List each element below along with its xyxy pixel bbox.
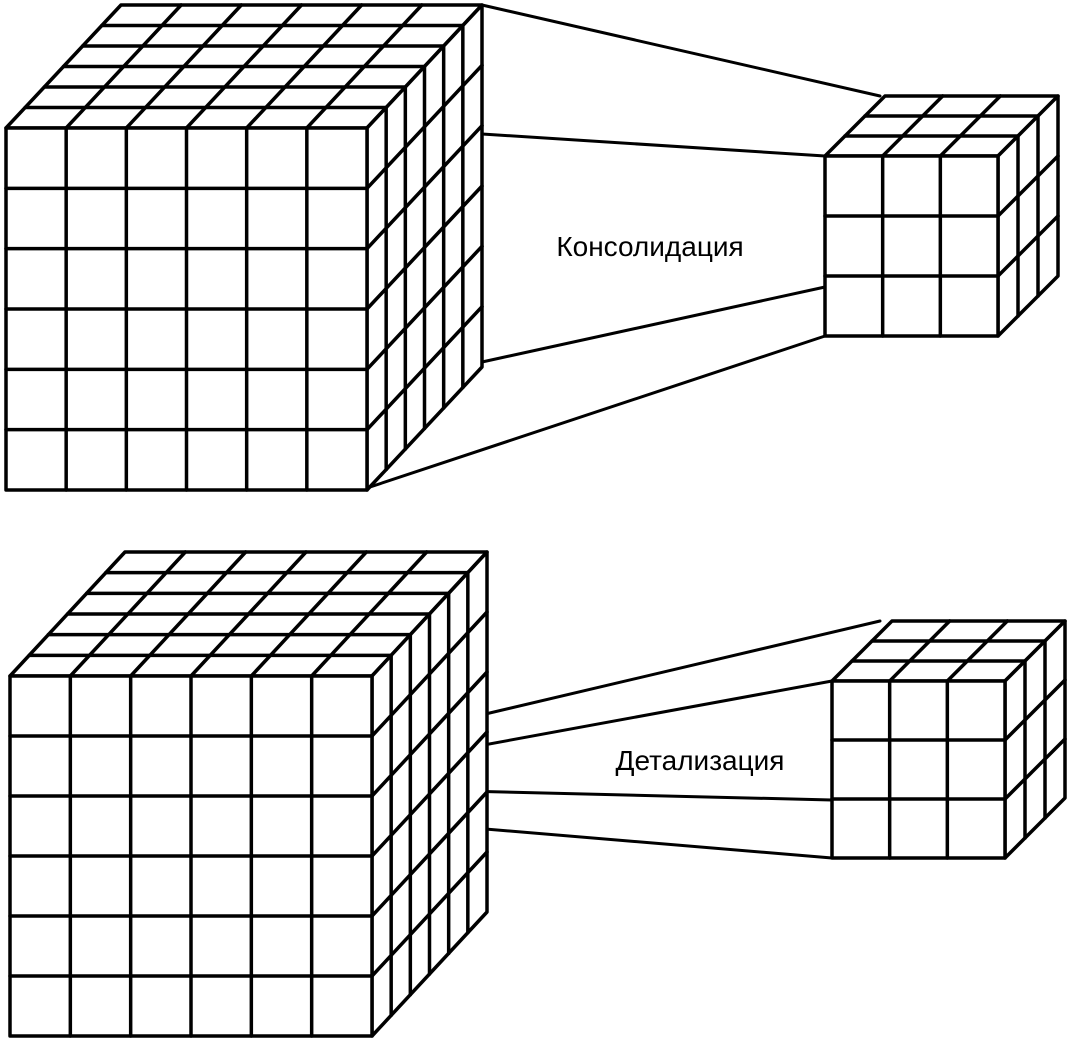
detailing-source-cube-side-gridline xyxy=(370,850,489,978)
detailing-target-cube-front-face xyxy=(830,679,1007,860)
consolidation-target-cube-side-gridline xyxy=(996,214,1060,278)
consolidation-label: Консолидация xyxy=(556,231,743,262)
detailing-target-cube-top-gridline xyxy=(887,619,952,683)
consolidation-source-cube xyxy=(4,3,484,492)
detailing-label: Детализация xyxy=(616,745,785,776)
detailing-target-cube-top-gridline xyxy=(945,619,1010,683)
detailing-target-cube-side-gridline xyxy=(1003,678,1067,742)
consolidation-target-cube-top-gridline xyxy=(880,94,945,158)
consolidation-connector-line xyxy=(365,334,827,490)
consolidation-connector-line xyxy=(480,132,827,158)
consolidation-connector-line xyxy=(480,3,882,98)
consolidation-source-cube-side-gridline xyxy=(365,304,484,432)
detailing-source-cube xyxy=(8,550,489,1038)
consolidation-target-cube-side-gridline xyxy=(996,154,1060,218)
detailing-target-cube-side-gridline xyxy=(1003,737,1067,801)
cubes xyxy=(4,3,1067,1038)
consolidation-connector-line xyxy=(480,285,827,364)
consolidation-target-cube-top-gridline xyxy=(938,94,1003,158)
detailing-connector-line xyxy=(458,619,882,722)
consolidation-target-cube-front-face xyxy=(823,154,1000,338)
detailing-target-cube xyxy=(830,619,1067,860)
consolidation-target-cube xyxy=(823,94,1060,338)
